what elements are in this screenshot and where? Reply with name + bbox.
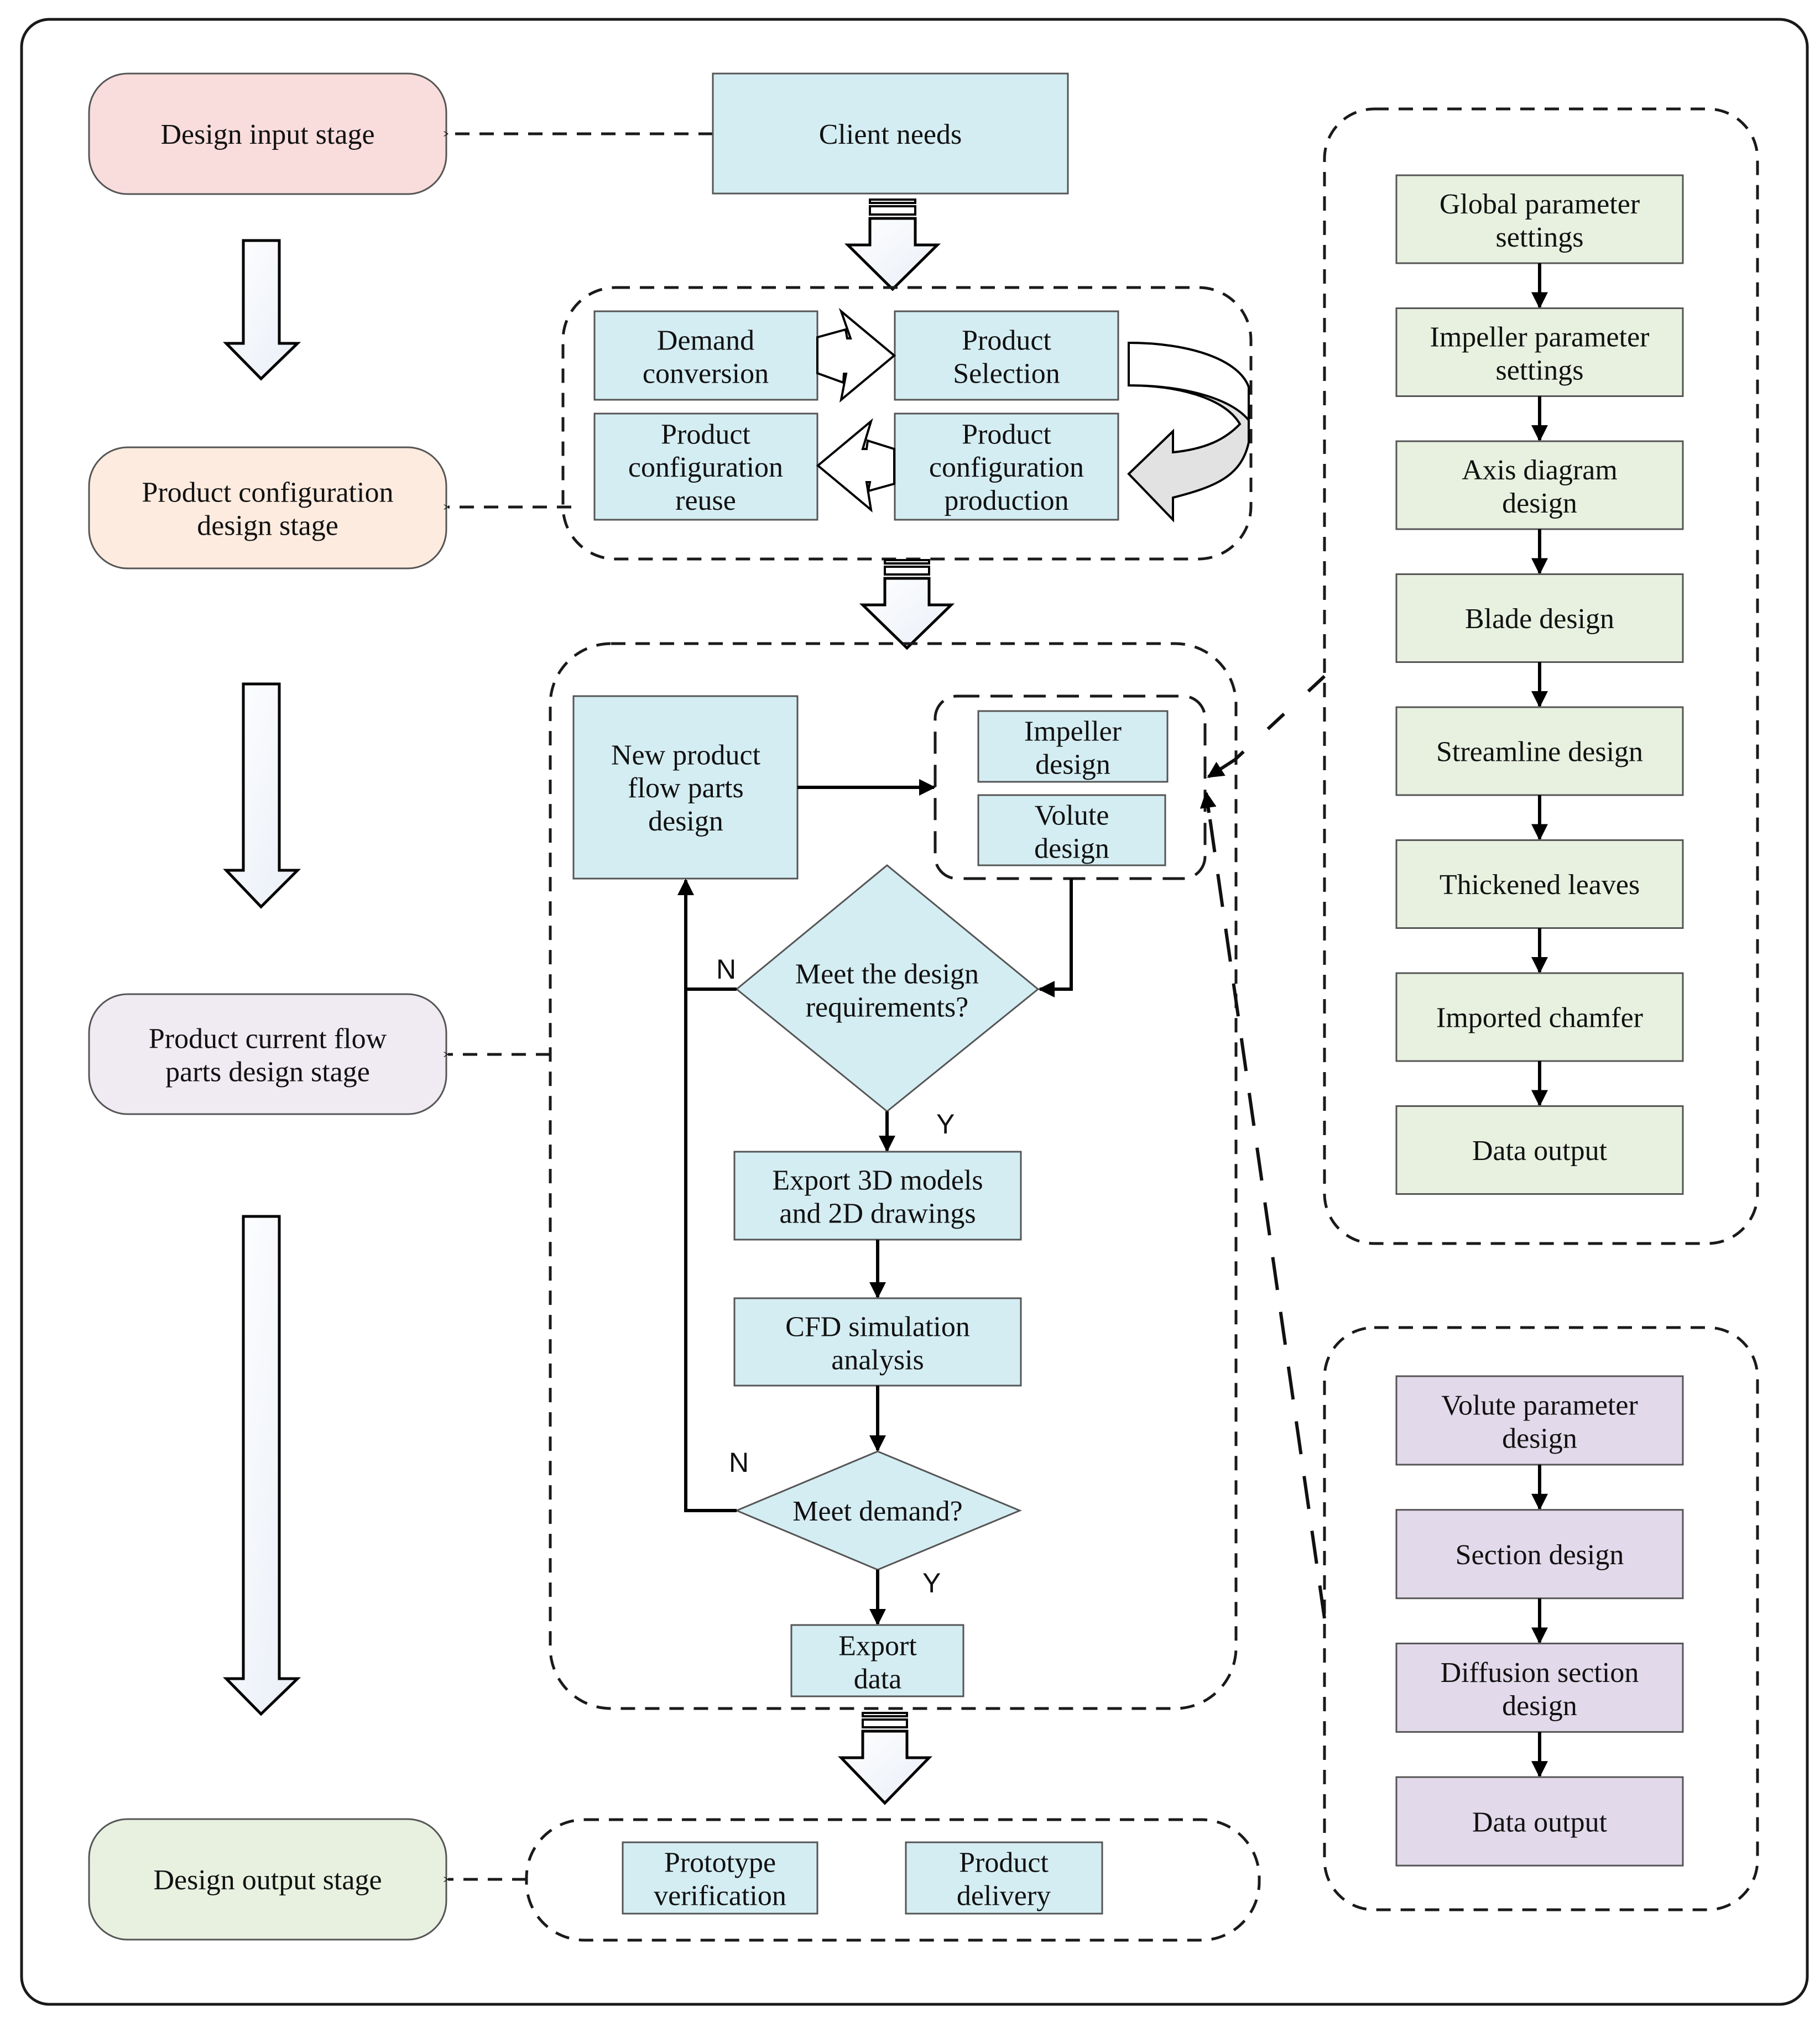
- impeller-step-box[interactable]: [1395, 839, 1684, 929]
- cfd-box[interactable]: [733, 1297, 1022, 1387]
- impeller-step-box[interactable]: [1395, 440, 1684, 530]
- stage-arrow-1: [223, 239, 301, 381]
- stage-output-label: Design output stage: [153, 1864, 382, 1896]
- volute-design-box[interactable]: [977, 794, 1166, 866]
- decision-design-yes: Y: [936, 1109, 955, 1140]
- output-group: [525, 1818, 1261, 1942]
- decision-design-no: N: [716, 954, 736, 985]
- config-production-box[interactable]: [894, 412, 1119, 521]
- outer-frame: [20, 18, 1809, 2006]
- impeller-step-label: Thickened leaves: [1440, 869, 1640, 901]
- connector-volute-panel: [1205, 796, 1326, 1619]
- new-product-box[interactable]: [572, 695, 799, 880]
- stage-arrow-3: [223, 1215, 301, 1716]
- down-arrow-flow: [838, 1712, 932, 1805]
- decision-demand-label: Meet demand?: [792, 1496, 963, 1527]
- stage-column: Design input stage Product configuration…: [88, 72, 447, 1941]
- impeller-step-box[interactable]: [1395, 972, 1684, 1062]
- volute-step-box[interactable]: [1395, 1509, 1684, 1600]
- down-arrow-client: [844, 198, 941, 291]
- client-needs-box[interactable]: [712, 72, 1069, 195]
- connector-impeller-segment: [1233, 675, 1326, 761]
- arrow-demand-to-selection: [816, 307, 896, 403]
- curved-arrow-top-band: [1128, 341, 1250, 424]
- product-selection-box[interactable]: [894, 310, 1119, 401]
- client-needs-label: Client needs: [819, 119, 962, 150]
- impeller-design-box[interactable]: [977, 710, 1169, 783]
- impeller-step-label: Blade design: [1465, 603, 1614, 635]
- impeller-step-label: Streamline design: [1436, 736, 1643, 768]
- export-data-box[interactable]: [790, 1624, 964, 1697]
- impeller-step-label: Imported chamfer: [1436, 1002, 1643, 1034]
- arrow-components-to-decision: [1038, 879, 1073, 997]
- impeller-step-box[interactable]: [1395, 174, 1684, 264]
- impeller-step-box[interactable]: [1395, 1105, 1684, 1195]
- prototype-box[interactable]: [622, 1841, 818, 1915]
- volute-step-box[interactable]: [1395, 1642, 1684, 1733]
- arrow-demand-no-loop: [684, 989, 737, 1512]
- impeller-step-label: Data output: [1472, 1135, 1608, 1167]
- decision-demand-yes: Y: [922, 1568, 941, 1598]
- volute-step-label: Section design: [1456, 1539, 1624, 1571]
- flow-parts-group: [549, 642, 1238, 1710]
- arrow-production-to-reuse: [816, 418, 895, 513]
- volute-step-label: Data output: [1472, 1806, 1608, 1838]
- volute-step-box[interactable]: [1395, 1375, 1684, 1466]
- down-arrow-config: [859, 559, 955, 650]
- export-models-box[interactable]: [733, 1151, 1022, 1241]
- delivery-box[interactable]: [905, 1841, 1103, 1915]
- decision-demand-no: N: [729, 1447, 749, 1478]
- config-reuse-box[interactable]: [593, 412, 818, 521]
- stage-input-label: Design input stage: [160, 119, 374, 150]
- demand-conversion-box[interactable]: [593, 310, 818, 401]
- connector-volute-arrowhead: [1200, 791, 1217, 813]
- volute-step-box[interactable]: [1395, 1776, 1684, 1867]
- stage-arrow-2: [223, 682, 301, 909]
- stage-links: [448, 134, 713, 1879]
- impeller-steps-group: [1323, 107, 1759, 1245]
